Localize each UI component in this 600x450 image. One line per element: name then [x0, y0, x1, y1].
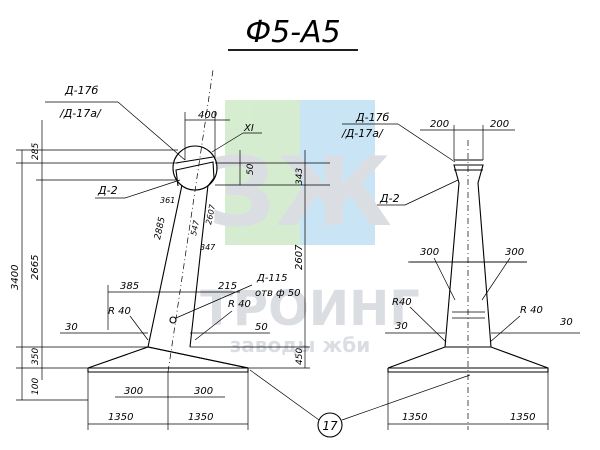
- left-column-head: [175, 161, 215, 187]
- left-label-r40-b: R 40: [228, 299, 251, 310]
- right-column-left: [444, 182, 460, 348]
- drawing-title: Ф5-А5: [245, 15, 340, 50]
- left-label-hole: отв ф 50: [255, 288, 300, 299]
- left-base-top: [147, 346, 249, 369]
- left-head-top: [175, 156, 214, 164]
- callout-number: 17: [322, 419, 338, 433]
- right-dim-1350-b: 1350: [510, 412, 535, 423]
- title-block: Ф5-А5: [228, 15, 358, 51]
- watermark-sub: заводы жби: [230, 333, 371, 357]
- right-d2-leader: [404, 179, 459, 206]
- right-column-head: [453, 164, 484, 184]
- right-view: 200 200 Д-17б /Д-17а/ Д-2 300 300 R40 R …: [341, 111, 580, 430]
- left-dim-2665: 2665: [30, 255, 41, 280]
- right-dim-30-b: 30: [560, 317, 573, 328]
- right-dim-300-b: 300: [505, 247, 524, 258]
- right-dim-300-a: 300: [420, 247, 439, 258]
- left-dim-1350-b: 1350: [188, 412, 213, 423]
- left-d17-leader: [117, 101, 186, 161]
- left-dim-343: 343: [295, 168, 305, 185]
- right-dim-1350-a: 1350: [402, 412, 427, 423]
- watermark: ЗЖ ТРОИНГ заводы жби: [200, 100, 420, 357]
- left-dim-361: 361: [160, 196, 175, 205]
- left-detail-leader: [211, 132, 244, 153]
- right-d17-leader: [397, 123, 456, 163]
- left-d2-leader: [124, 179, 181, 199]
- left-base-slab: [87, 346, 249, 373]
- right-dim-200-b: 200: [490, 119, 509, 130]
- left-dim-2607-incl: 2607: [204, 203, 217, 226]
- left-column-edge-left: [147, 184, 183, 348]
- left-label-d115: Д-115: [256, 273, 288, 284]
- left-label-d17a: /Д-17а/: [59, 107, 102, 120]
- left-column-axis: [167, 69, 214, 373]
- left-dim-547: 547: [189, 219, 201, 237]
- right-label-d17a: /Д-17а/: [341, 127, 384, 140]
- left-dim-100: 100: [31, 378, 41, 395]
- left-dim-450: 450: [295, 348, 305, 365]
- right-column-right: [477, 182, 492, 348]
- left-label-r40-a: R 40: [108, 306, 131, 317]
- left-label-d2: Д-2: [97, 184, 118, 197]
- watermark-letters: ЗЖ: [208, 138, 392, 248]
- left-dim-3400: 3400: [10, 265, 21, 290]
- left-dim-50: 50: [246, 163, 256, 175]
- left-dim-2607: 2607: [294, 244, 305, 270]
- left-view: XI 400 Д-17б /Д-17а/ Д-2 Д-115 отв ф 50 …: [10, 69, 330, 430]
- left-dim-300-b: 300: [194, 386, 213, 397]
- right-dim-200-a: 200: [430, 119, 449, 130]
- left-r40-leader-a: [129, 315, 149, 341]
- right-300-leader-b: [481, 257, 511, 301]
- left-dim-400: 400: [198, 110, 217, 121]
- left-dim-1350-a: 1350: [108, 412, 133, 423]
- left-dim-350: 350: [31, 348, 41, 365]
- left-dim-385: 385: [120, 281, 139, 292]
- right-r40-leader-b: [489, 315, 521, 343]
- callout-17: 17: [249, 369, 471, 438]
- left-column-edge-right: [189, 184, 209, 348]
- right-label-r40-a: R40: [392, 297, 412, 308]
- right-300-leader-a: [433, 257, 456, 301]
- left-dim-347: 347: [200, 243, 216, 252]
- left-r40-leader-b: [194, 310, 233, 341]
- left-dim-50-h: 50: [255, 322, 268, 333]
- left-d115-leader: [175, 284, 253, 319]
- right-r40-leader-a: [409, 306, 447, 343]
- right-label-d17: Д-17б: [355, 111, 390, 124]
- left-dim-285: 285: [31, 143, 41, 160]
- left-detail-circle: [172, 145, 218, 191]
- left-hole: [169, 316, 177, 324]
- left-dim-2885: 2885: [153, 216, 168, 241]
- watermark-green-block: [225, 100, 300, 245]
- right-dim-30-a: 30: [395, 321, 408, 332]
- left-dim-215: 215: [218, 281, 237, 292]
- watermark-brand: ТРОИНГ: [200, 281, 420, 337]
- right-label-r40-b: R 40: [520, 305, 543, 316]
- left-dim-300-a: 300: [124, 386, 143, 397]
- callout-leader-right: [341, 374, 471, 421]
- callout-leader-left: [249, 369, 320, 421]
- callout-circle: [317, 412, 343, 438]
- left-dim-30: 30: [65, 322, 78, 333]
- left-label-d17: Д-17б: [64, 84, 99, 97]
- right-label-d2: Д-2: [379, 192, 400, 205]
- left-detail-tag: XI: [243, 123, 254, 134]
